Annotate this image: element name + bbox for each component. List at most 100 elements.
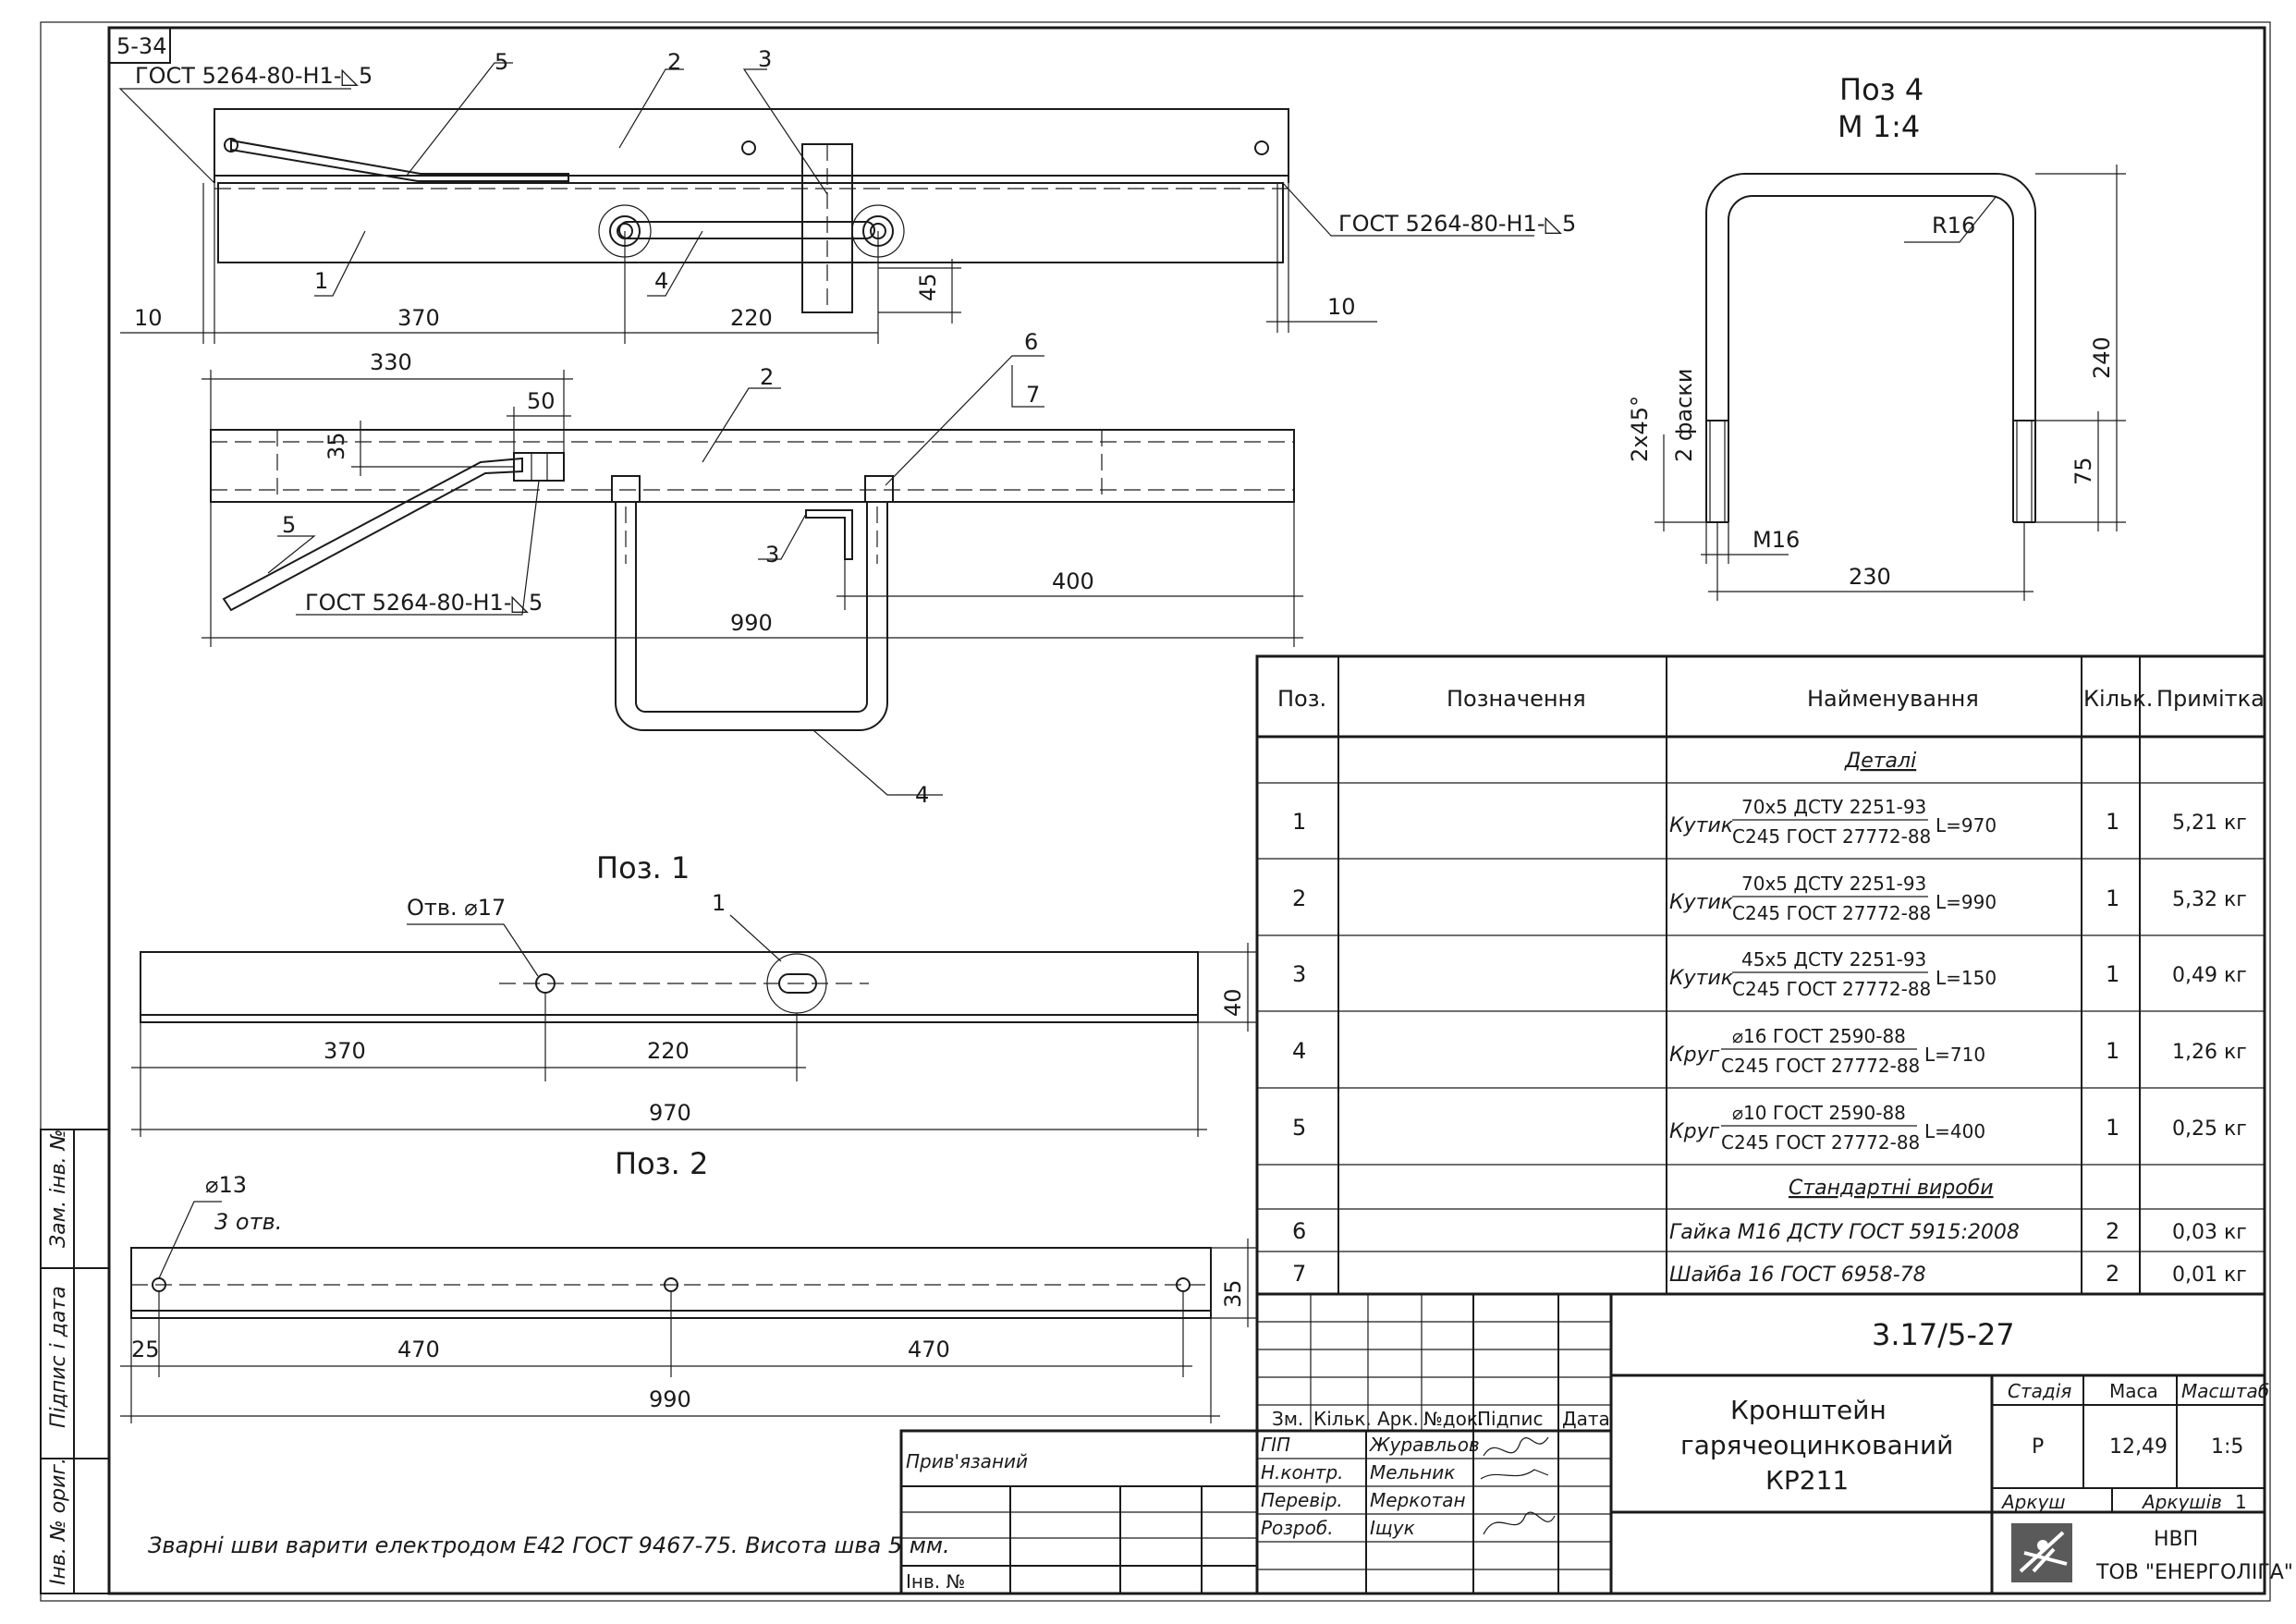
spec-row-qty: 2 [2106, 1261, 2119, 1287]
spec-row: 3 Кутик 45х5 ДСТУ 2251-93 С245 ГОСТ 2777… [1292, 948, 2247, 1000]
tb-role: Перевір. [1261, 1489, 1343, 1511]
main-label-1: 1 [314, 268, 328, 294]
pos2-title: Поз. 2 [615, 1146, 708, 1181]
spec-row: 6 Гайка М16 ДСТУ ГОСТ 5915:2008 2 0,03 к… [1292, 1218, 2247, 1244]
spec-row-len: L=970 [1936, 814, 1997, 836]
spec-row-len: L=710 [1924, 1044, 1985, 1066]
pos1-title: Поз. 1 [596, 850, 690, 885]
spec-row: 7 Шайба 16 ГОСТ 6958-78 2 0,01 кг [1292, 1261, 2247, 1287]
spec-row: 2 Кутик 70х5 ДСТУ 2251-93 С245 ГОСТ 2777… [1292, 873, 2247, 924]
tb-arkushiv: 1 [2235, 1491, 2247, 1513]
sheet-code: 5-34 [116, 33, 166, 59]
spec-row-len: L=150 [1936, 967, 1997, 989]
top-label-6: 6 [1024, 329, 1038, 355]
pos4-m16: М16 [1753, 527, 1800, 553]
pos4-title: Поз 4 [1839, 72, 1924, 107]
pos2-d25: 25 [131, 1337, 160, 1362]
pos2-d990: 990 [649, 1386, 691, 1412]
pos4-chamfer1: 2х45° [1627, 396, 1653, 462]
side-stamp: Зам. інв. № Підпис і дата Інв. № ориг. [40, 1129, 110, 1594]
pos1-label: 1 [712, 890, 726, 916]
pos2-hole: ⌀13 [205, 1172, 247, 1198]
spec-row-bottom: С245 ГОСТ 27772-88 [1732, 902, 1931, 924]
spec-row-qty: 2 [2106, 1218, 2119, 1244]
tb-col-kilk: Кільк. [1313, 1408, 1372, 1430]
spec-row-name: Шайба 16 ГОСТ 6958-78 [1669, 1264, 1926, 1287]
spec-row-pos: 5 [1292, 1115, 1306, 1141]
weld-callout-right: ГОСТ 5264-80-Н1-◺5 [1338, 211, 1576, 237]
pos1-d220: 220 [647, 1038, 690, 1064]
tb-doc-code: 3.17/5-27 [1872, 1317, 2015, 1352]
main-label-2: 2 [667, 49, 681, 75]
top-label-3: 3 [765, 542, 779, 568]
spec-row-pos: 4 [1292, 1038, 1306, 1064]
inv-label: Інв. № [906, 1570, 965, 1593]
tb-title-2: гарячеоцинкований [1680, 1430, 1953, 1460]
tb-col-pidpys: Підпис [1477, 1408, 1544, 1430]
pos1-d970: 970 [649, 1100, 691, 1126]
spec-table: Поз. Позначення Найменування Кільк. Прим… [1255, 654, 2266, 1296]
spec-row-pos: 3 [1292, 961, 1306, 987]
main-label-3: 3 [758, 46, 772, 72]
spec-row-top: ⌀16 ГОСТ 2590-88 [1732, 1025, 1906, 1047]
top-dim-400: 400 [1052, 568, 1094, 594]
tb-name: Журавльов [1368, 1434, 1480, 1456]
spec-header-qty: Кільк. [2083, 686, 2153, 712]
spec-row-pre: Кутик [1669, 891, 1734, 914]
side-stamp-pidpys: Підпис і дата [47, 1286, 70, 1428]
company-logo [2011, 1523, 2072, 1582]
welding-note: Зварні шви варити електродом Е42 ГОСТ 94… [148, 1532, 950, 1558]
pos4-d240: 240 [2089, 336, 2115, 379]
tb-col-data: Дата [1562, 1408, 1610, 1430]
spec-row-name: Гайка М16 ДСТУ ГОСТ 5915:2008 [1669, 1221, 2020, 1244]
pos1-hole: Отв. ⌀17 [407, 895, 506, 921]
spec-row-len: L=400 [1924, 1120, 1985, 1142]
spec-row-pos: 2 [1292, 885, 1306, 911]
pos2-view: Поз. 2 ⌀13 3 отв. 35 25 470 470 990 [120, 1146, 1257, 1423]
top-dim-50: 50 [527, 388, 556, 414]
tb-org-2: ТОВ "ЕНЕРГОЛІГА" [2095, 1561, 2293, 1584]
signature-3 [1483, 1511, 1556, 1535]
main-label-4: 4 [654, 268, 668, 294]
spec-section-parts: Деталі [1844, 750, 1916, 773]
spec-row-mass: 5,32 кг [2172, 888, 2247, 911]
spec-row-qty: 1 [2106, 885, 2119, 911]
tb-stadia: Р [2032, 1435, 2044, 1459]
tb-name: Іщук [1370, 1517, 1415, 1539]
top-dim-990: 990 [730, 610, 773, 636]
spec-header-note: Примітка [2156, 686, 2265, 712]
spec-row-top: 45х5 ДСТУ 2251-93 [1741, 948, 1926, 971]
weld-callout-left: ГОСТ 5264-80-Н1-◺5 [135, 63, 372, 89]
spec-row-top: 70х5 ДСТУ 2251-93 [1741, 796, 1926, 818]
tb-col-ark: Арк. [1377, 1408, 1419, 1430]
tb-arkushiv-label: Аркушів [2141, 1491, 2222, 1513]
tb-role: ГІП [1261, 1434, 1290, 1456]
tb-masa: 12,49 [2109, 1435, 2168, 1459]
spec-row-mass: 0,25 кг [2172, 1117, 2247, 1141]
spec-row-pre: Круг [1669, 1044, 1720, 1067]
spec-row-mass: 5,21 кг [2172, 812, 2247, 835]
spec-header-pos: Поз. [1277, 686, 1326, 712]
spec-row-pos: 1 [1292, 809, 1306, 835]
spec-row: 1 Кутик 70х5 ДСТУ 2251-93 С245 ГОСТ 2777… [1292, 796, 2247, 848]
spec-row-mass: 0,03 кг [2172, 1221, 2247, 1244]
pos4-d75: 75 [2070, 457, 2096, 485]
pos4-r16: R16 [1932, 213, 1975, 238]
top-view: 2 6 7 5 3 4 ГОСТ 5264-80-Н1-◺5 330 50 35… [202, 329, 1303, 808]
tb-col-zm: Зм. [1272, 1408, 1303, 1430]
spec-row-pos: 7 [1292, 1261, 1306, 1287]
spec-row-top: 70х5 ДСТУ 2251-93 [1741, 873, 1926, 895]
tb-masshtab-label: Масштаб [2181, 1380, 2269, 1402]
tb-role: Н.контр. [1261, 1461, 1344, 1484]
pos2-d470a: 470 [397, 1337, 440, 1362]
spec-row-bottom: С245 ГОСТ 27772-88 [1732, 978, 1931, 1000]
spec-row: 4 Круг ⌀16 ГОСТ 2590-88 С245 ГОСТ 27772-… [1292, 1025, 2247, 1077]
pos2-d470b: 470 [908, 1337, 950, 1362]
top-label-2: 2 [760, 364, 774, 390]
main-dim-220: 220 [730, 305, 773, 331]
spec-row-pre: Круг [1669, 1120, 1720, 1143]
top-dim-35: 35 [324, 432, 349, 460]
main-dim-370: 370 [397, 305, 440, 331]
main-view: 5 2 3 1 4 ГОСТ 5264-80-Н1-◺5 ГОСТ 5264-8… [118, 46, 1576, 344]
